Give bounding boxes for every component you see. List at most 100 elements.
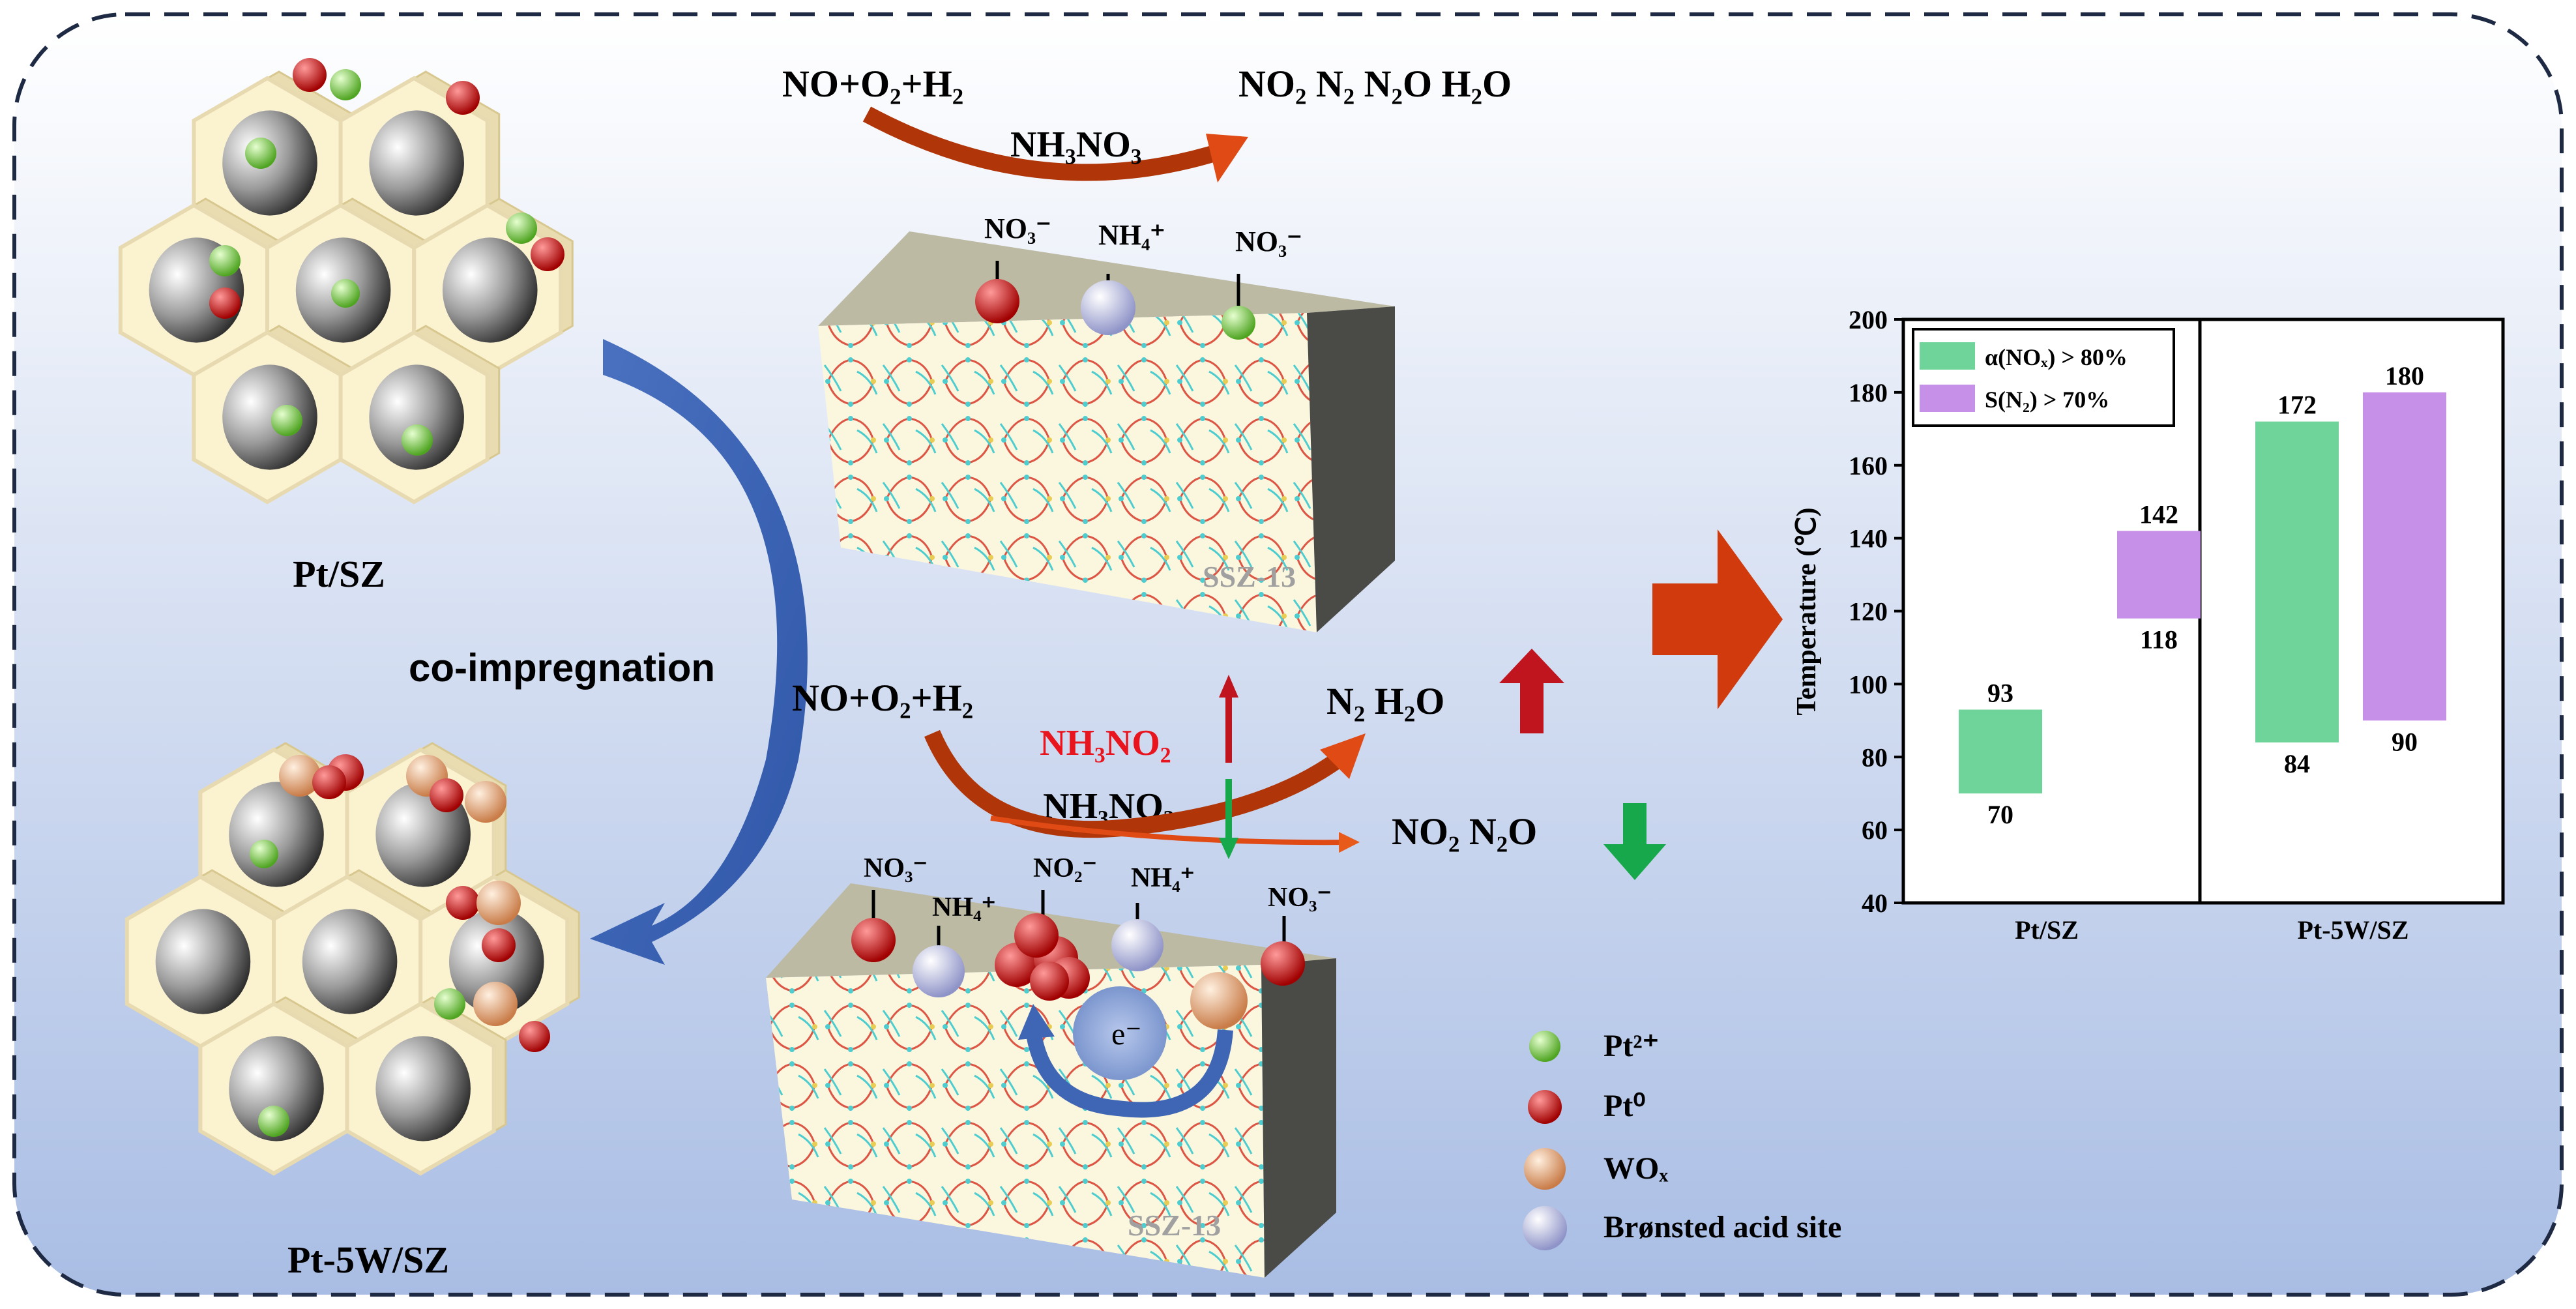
y-tick-label: 140 <box>1849 524 1888 553</box>
y-tick-label: 60 <box>1862 816 1888 845</box>
species-legend: Pt²⁺ Pt⁰ WOₓ Brønsted acid site <box>1523 1029 1841 1250</box>
range-bar <box>2117 531 2201 619</box>
bottom-products-down: NO₂ N₂O <box>1392 810 1537 853</box>
wox-ball <box>1190 972 1248 1029</box>
bottom-site-label-4: NH₄⁺ <box>1131 863 1195 893</box>
honeycomb-pt-sz <box>118 58 574 505</box>
y-tick-label: 200 <box>1849 305 1888 334</box>
pt0-cluster <box>995 913 1090 1001</box>
top-reactants: NO+O₂+H₂ <box>782 63 963 105</box>
legend-pt2-label: Pt²⁺ <box>1603 1029 1659 1063</box>
pt0-ball <box>482 928 516 962</box>
legend-wox-icon <box>1524 1148 1566 1190</box>
pt2-ball <box>506 213 537 244</box>
bottom-site-label-1: NO₃⁻ <box>864 853 928 883</box>
pt2-ball <box>258 1106 289 1137</box>
legend-bronsted-icon <box>1523 1206 1567 1250</box>
top-reaction-arrow <box>862 106 1228 181</box>
legend-wox-label: WOₓ <box>1603 1151 1668 1186</box>
bottom-site-label-3: NO₂⁻ <box>1033 853 1097 883</box>
bottom-products-up: N₂ H₂O <box>1326 680 1444 722</box>
wox-ball <box>476 881 521 925</box>
pt0-ball <box>446 886 480 920</box>
pt2-ball <box>250 840 278 868</box>
pore <box>222 364 317 470</box>
legend-pt0-icon <box>1528 1090 1562 1124</box>
top-block-label: SSZ-13 <box>1203 560 1296 593</box>
pt0-ball <box>293 58 327 92</box>
range-bar <box>2363 392 2446 721</box>
bottom-block-label: SSZ-13 <box>1128 1209 1221 1242</box>
bar-label-min: 118 <box>2140 625 2178 654</box>
legend-bronsted-label: Brønsted acid site <box>1603 1210 1841 1244</box>
pt2-ball <box>331 279 360 308</box>
y-tick-label: 180 <box>1849 378 1888 407</box>
pore <box>229 782 324 887</box>
bar-label-min: 70 <box>1987 800 2013 829</box>
pt0-ball <box>519 1021 550 1052</box>
nitrate-ball <box>975 279 1019 323</box>
pt2-ball <box>245 138 276 169</box>
pore <box>302 909 398 1014</box>
y-tick-label: 160 <box>1849 451 1888 480</box>
top-site-label-1: NO₃⁻ <box>984 213 1051 244</box>
bar-label-max: 142 <box>2139 499 2178 529</box>
bottom-intermediate-up: NH₃NO₂ <box>1040 723 1171 763</box>
bar-label-min: 84 <box>2284 749 2310 778</box>
range-bar <box>1959 709 2042 794</box>
pore <box>375 1036 471 1141</box>
bar-label-max: 93 <box>1987 679 2013 708</box>
legend-pt2-icon <box>1529 1031 1560 1062</box>
top-intermediate: NH₃NO₃ <box>1010 125 1142 165</box>
small-up-arrow <box>1219 675 1238 698</box>
wox-ball <box>279 755 321 797</box>
pore <box>442 237 538 343</box>
pore <box>369 110 464 216</box>
small-down-arrow <box>1219 838 1238 859</box>
pt2-ball <box>209 245 241 276</box>
bottom-reaction-arrow-up <box>924 729 1348 838</box>
pt0-ball <box>446 81 480 115</box>
bottom-reaction-arrow-down <box>990 816 1360 853</box>
bar-label-max: 180 <box>2385 361 2424 390</box>
top-site-label-2: NH₄⁺ <box>1098 219 1165 251</box>
top-reaction-arrowhead <box>1206 134 1248 183</box>
range-bar <box>2255 421 2339 743</box>
bar-label-max: 172 <box>2277 390 2317 420</box>
bottom-site-label-5: NO₃⁻ <box>1268 883 1332 913</box>
pore <box>369 364 464 470</box>
electron-label: e⁻ <box>1111 1017 1142 1052</box>
catalyst-label-pt-sz: Pt/SZ <box>293 553 385 595</box>
pt2-ball <box>402 424 433 456</box>
legend-pt0-label: Pt⁰ <box>1603 1089 1646 1123</box>
chart-legend-swatch-alpha <box>1920 342 1975 370</box>
chart-category-2: Pt-5W/SZ <box>2297 915 2408 945</box>
electron-transfer-arrow <box>1025 1029 1233 1118</box>
pore <box>229 1036 324 1141</box>
pt2-ball <box>330 69 361 100</box>
co-impregnation-label: co-impregnation <box>409 646 715 690</box>
pt0-ball <box>209 287 241 319</box>
y-tick-label: 120 <box>1849 597 1888 626</box>
bottom-reactants: NO+O₂+H₂ <box>792 677 973 719</box>
y-tick-label: 80 <box>1862 743 1888 772</box>
chart-legend-alpha: α(NOₓ) > 80% <box>1985 344 2128 370</box>
chart-y-label: Temperature (℃) <box>1792 508 1822 716</box>
co-impregnation-arrow <box>590 339 808 965</box>
bronsted-ball <box>1081 280 1135 335</box>
honeycomb-pt-5w-sz <box>124 742 580 1176</box>
chart-category-1: Pt/SZ <box>2015 915 2079 945</box>
wox-ball <box>465 781 506 823</box>
y-tick-label: 40 <box>1862 889 1888 918</box>
catalyst-label-pt-5w-sz: Pt-5W/SZ <box>287 1239 449 1281</box>
pt2-ball <box>434 988 465 1020</box>
bottom-reaction-arrowhead-up <box>1320 733 1366 779</box>
top-products: NO₂ N₂ N₂O H₂O <box>1238 63 1512 105</box>
pt2-ball <box>1222 306 1255 340</box>
n2-increase-arrow <box>1499 649 1564 733</box>
to-chart-arrow <box>1652 529 1783 709</box>
pore <box>155 909 251 1014</box>
chart-legend-s: S(N₂) > 70% <box>1985 387 2109 413</box>
